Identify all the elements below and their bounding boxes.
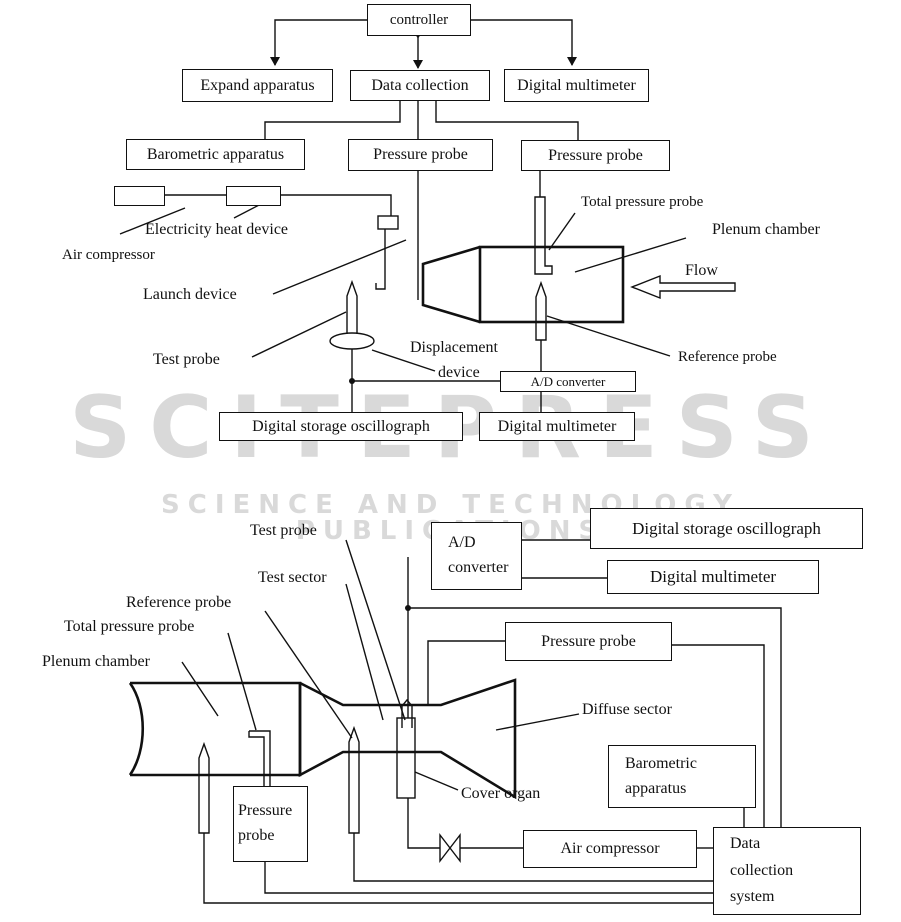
total-pressure-probe-top-label: Total pressure probe (581, 194, 704, 210)
electricity-heat-device-label: Electricity heat device (145, 221, 289, 238)
pressure-probe-right-box: Pressure probe (521, 140, 670, 171)
flow-label: Flow (685, 262, 718, 279)
digital-storage-oscillograph-bottom-box: Digital storage oscillograph (590, 508, 863, 549)
launch-device-label: Launch device (143, 286, 237, 303)
air-compressor-label: Air compressor (62, 247, 155, 263)
controller-multimeter-arrow (463, 15, 577, 66)
ad-converter-top-box: A/D converter (500, 371, 636, 392)
ad-converter-bottom-label: A/D converter (448, 534, 509, 576)
displacement-label: Displacement (410, 339, 498, 356)
electricity-heat-device-box (226, 186, 281, 206)
test-probe-top-label: Test probe (153, 351, 220, 368)
expand-apparatus-box: Expand apparatus (182, 69, 333, 102)
test-probe-bottom-label: Test probe (250, 522, 317, 539)
digital-multimeter-bottom-diagram-box: Digital multimeter (607, 560, 819, 594)
cover-organ-label: Cover organ (461, 785, 541, 802)
pressure-probe-left-bottom-label: Pressure probe (238, 802, 293, 844)
air-compressor-bottom-box: Air compressor (523, 830, 697, 868)
pressure-probe-top-bottom-diagram-box: Pressure probe (505, 622, 672, 661)
digital-multimeter-bottom-box: Digital multimeter (479, 412, 635, 441)
data-collection-system-box: Data collection system (713, 827, 861, 915)
test-sector-label: Test sector (258, 569, 327, 586)
reference-probe-bottom-label: Reference probe (126, 594, 232, 611)
data-collection-system-label: Data collection system (730, 835, 794, 906)
reference-probe-top-label: Reference probe (678, 349, 777, 365)
pressure-probe-left-bottom-box: Pressure probe (233, 786, 308, 862)
barometric-apparatus-bottom-box: Barometric apparatus (608, 745, 756, 808)
controller-expand-arrow (270, 15, 375, 66)
plenum-chamber-bottom-label: Plenum chamber (42, 653, 150, 670)
barometric-apparatus-box: Barometric apparatus (126, 139, 305, 170)
ad-converter-bottom-box: A/D converter (431, 522, 522, 590)
data-collection-box: Data collection (350, 70, 490, 101)
total-pressure-probe-bottom-label: Total pressure probe (64, 618, 195, 635)
digital-storage-oscillograph-top-box: Digital storage oscillograph (219, 412, 463, 441)
barometric-apparatus-bottom-label: Barometric apparatus (625, 754, 697, 797)
pressure-probe-left-box: Pressure probe (348, 139, 493, 171)
plenum-chamber-top-label: Plenum chamber (712, 221, 820, 238)
air-compressor-box (114, 186, 165, 206)
device-label: device (438, 364, 480, 381)
digital-multimeter-top-box: Digital multimeter (504, 69, 649, 102)
diffuse-sector-label: Diffuse sector (582, 701, 672, 718)
controller-box: controller (367, 4, 471, 36)
